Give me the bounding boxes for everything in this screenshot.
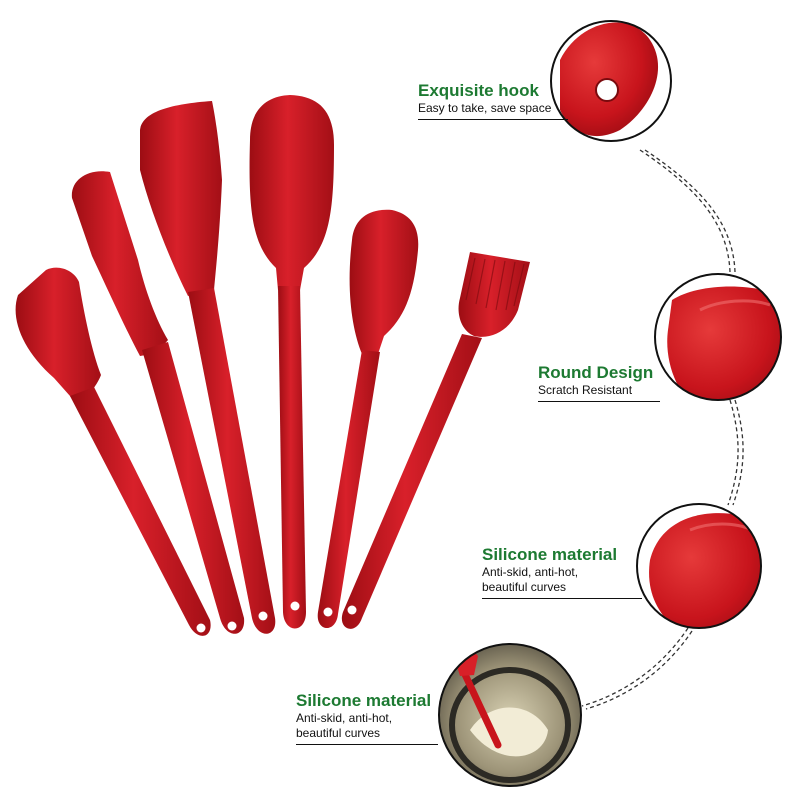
feature-silicone-material: Silicone material Anti-skid, anti-hot, b… bbox=[482, 544, 642, 599]
spatula-tip-closeup-icon bbox=[636, 503, 762, 629]
feature-description: Anti-skid, anti-hot, beautiful curves bbox=[482, 565, 579, 594]
feature-title: Silicone material bbox=[296, 691, 432, 710]
feature-title: Round Design bbox=[538, 363, 654, 382]
feature-underline bbox=[418, 119, 568, 120]
feature-description: Easy to take, save space bbox=[418, 101, 552, 115]
hook-hole-closeup-icon bbox=[550, 20, 672, 142]
utensil-spreader-narrow bbox=[71, 171, 245, 634]
feature-silicone-material-bowl: Silicone material Anti-skid, anti-hot, b… bbox=[296, 690, 438, 745]
utensil-spoon-spatula-small bbox=[317, 209, 419, 629]
feature-exquisite-hook: Exquisite hook Easy to take, save space bbox=[418, 80, 568, 120]
feature-underline bbox=[296, 744, 438, 745]
feature-title: Exquisite hook bbox=[418, 81, 539, 100]
utensil-spatula-large-angled bbox=[140, 101, 276, 634]
utensil-basting-brush bbox=[341, 252, 530, 629]
dashed-connector-arc bbox=[581, 149, 744, 710]
rounded-corner-closeup-icon bbox=[654, 273, 782, 401]
utensil-spatula-small-angled bbox=[15, 267, 211, 636]
feature-underline bbox=[482, 598, 642, 599]
feature-title: Silicone material bbox=[482, 545, 618, 564]
mixing-bowl-photo-icon bbox=[438, 643, 582, 787]
feature-round-design: Round Design Scratch Resistant bbox=[538, 362, 660, 402]
feature-description: Anti-skid, anti-hot, beautiful curves bbox=[296, 711, 393, 740]
feature-underline bbox=[538, 401, 660, 402]
utensil-spoon-spatula-large bbox=[249, 95, 334, 629]
feature-description: Scratch Resistant bbox=[538, 383, 633, 397]
